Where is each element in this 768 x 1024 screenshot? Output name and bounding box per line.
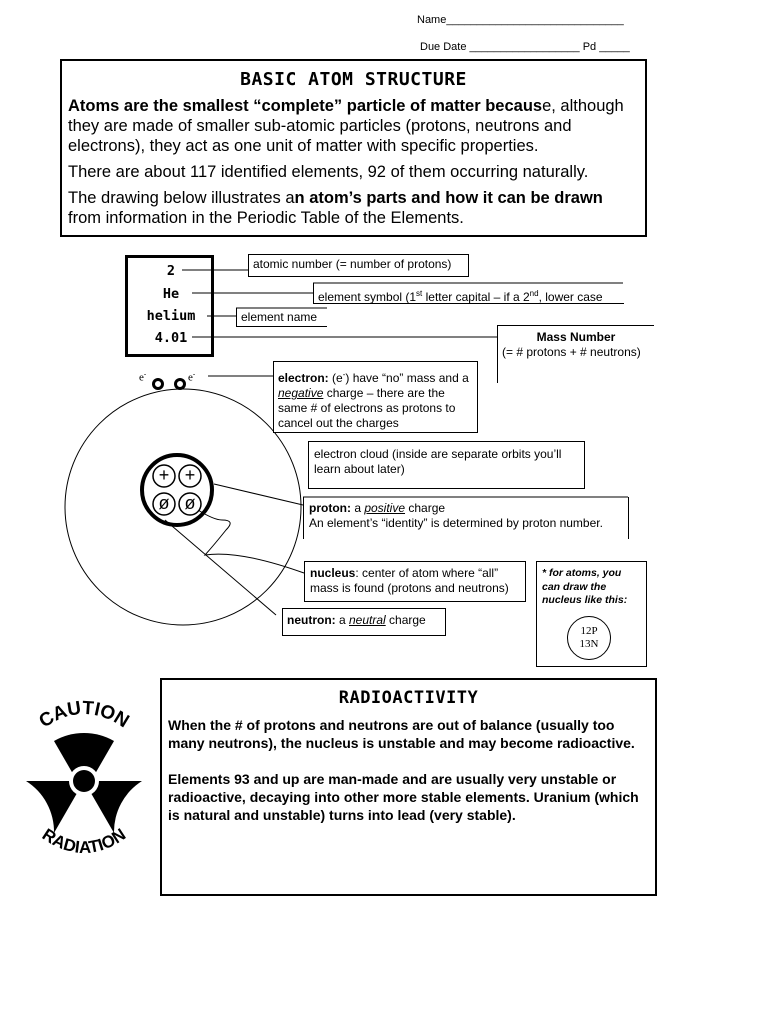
radiation-text: RADIATION xyxy=(39,825,129,857)
radioactivity-box: RADIOACTIVITY When the # of protons and … xyxy=(160,678,657,896)
neutron-symbol-1: ø xyxy=(157,493,171,514)
proton-symbol-2: + xyxy=(183,465,197,486)
radioactivity-paragraph-2: Elements 93 and up are man-made and are … xyxy=(168,770,649,824)
radiation-icon: CAUTION RADIATION xyxy=(18,696,150,868)
mass-number-title: Mass Number xyxy=(498,330,654,345)
element-card: 2 He helium 4.01 xyxy=(125,255,214,357)
proton-label: proton: a positive charge An element’s “… xyxy=(303,497,629,539)
nucleus-example-circle: 12P 13N xyxy=(567,616,611,660)
electron-symbol-left: e- xyxy=(139,370,146,384)
neutron-label: neutron: a neutral charge xyxy=(282,608,446,636)
element-name: helium xyxy=(128,308,214,324)
element-name-label: element name xyxy=(236,308,327,327)
nucleus-label: nucleus: center of atom where “all” mass… xyxy=(304,561,526,602)
proton-symbol-1: + xyxy=(157,465,171,486)
neutron-symbol-2: ø xyxy=(183,493,197,514)
atomic-number-label: atomic number (= number of protons) xyxy=(248,254,469,277)
atomic-mass: 4.01 xyxy=(128,330,214,346)
svg-text:RADIATION: RADIATION xyxy=(39,825,129,857)
radioactivity-paragraph-1: When the # of protons and neutrons are o… xyxy=(168,716,649,752)
caution-radiation-logo: CAUTION RADIATION xyxy=(18,696,150,868)
svg-text:CAUTION: CAUTION xyxy=(36,698,133,733)
electron-label: electron: (e-) have “no” mass and a nega… xyxy=(273,361,478,433)
caution-text: CAUTION xyxy=(36,698,133,733)
electron-cloud-label: electron cloud (inside are separate orbi… xyxy=(308,441,585,489)
mass-number-label: Mass Number (= # protons + # neutrons) xyxy=(497,325,654,383)
nucleus-drawing-note: * for atoms, you can draw the nucleus li… xyxy=(536,561,647,667)
electron-symbol-right: e- xyxy=(188,370,195,384)
mass-number-desc: (= # protons + # neutrons) xyxy=(498,345,654,360)
element-symbol: He xyxy=(128,286,214,302)
radioactivity-title: RADIOACTIVITY xyxy=(168,688,649,708)
atomic-number: 2 xyxy=(128,263,214,279)
element-symbol-label: element symbol (1st letter capital – if … xyxy=(313,283,624,304)
